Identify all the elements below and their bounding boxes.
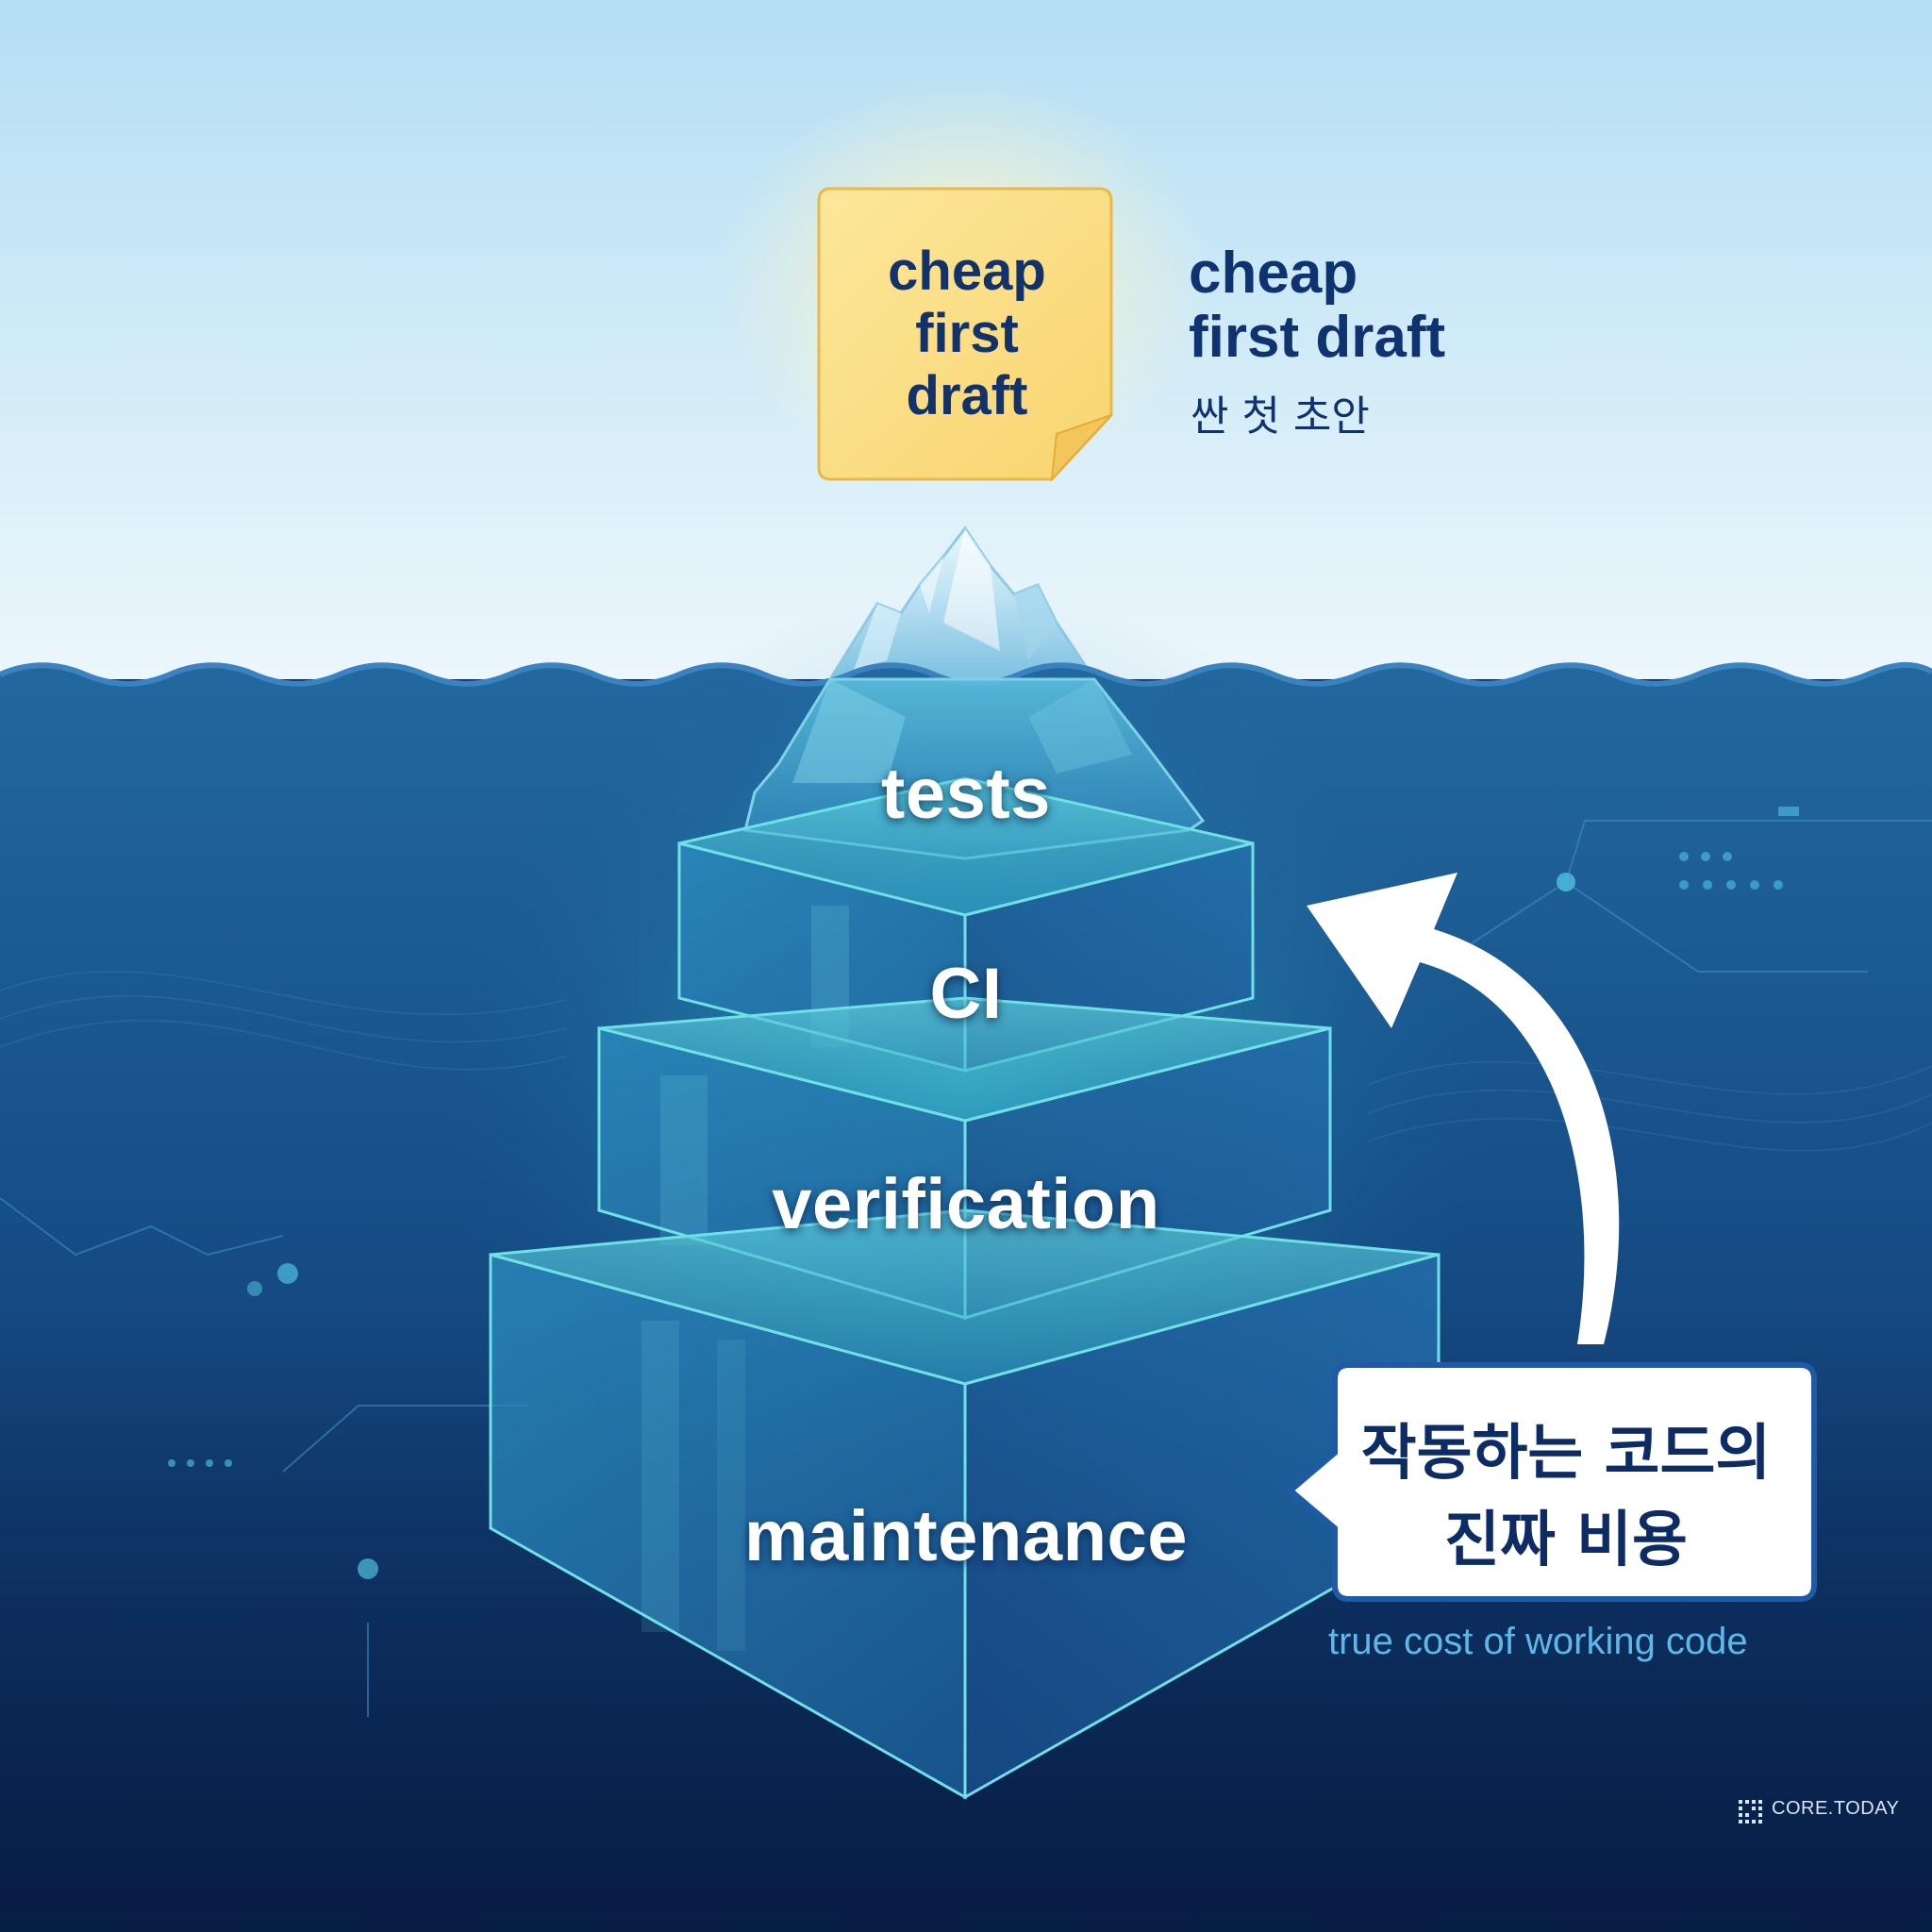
grid-logo-icon (1739, 1800, 1762, 1824)
note-line-1: cheap (888, 241, 1046, 302)
note-line-2: first (915, 303, 1019, 364)
tier-maintenance (489, 1208, 1441, 1800)
note-line-3: draft (906, 365, 1028, 426)
draft-label-line-2: first draft (1189, 305, 1446, 370)
curved-arrow-up-icon (1307, 873, 1620, 1344)
sticky-note-text: cheap first draft (821, 241, 1113, 427)
callout-line-1: 작동하는 코드의 (1360, 1419, 1772, 1489)
layer-label-maintenance: maintenance (743, 1496, 1189, 1576)
callout-english-text: true cost of working code (1328, 1621, 1748, 1662)
layer-label-verification: verification (772, 1164, 1160, 1244)
layer-label-ci: CI (929, 954, 1003, 1034)
sticky-note (817, 187, 1113, 482)
brand-name: CORE.TODAY (1772, 1798, 1900, 1819)
callout-korean-text: 작동하는 코드의 진짜 비용 (1316, 1410, 1816, 1584)
draft-label-korean: 싼 첫 초안 (1191, 392, 1370, 441)
callout-line-2: 진짜 비용 (1444, 1506, 1688, 1575)
draft-label-line-1: cheap (1189, 241, 1358, 306)
speech-bubble-icon (1286, 1362, 1817, 1602)
circuit-nodes (168, 807, 1799, 1579)
circuit-decorations (0, 820, 1932, 1717)
layer-label-tests: tests (881, 754, 1051, 834)
